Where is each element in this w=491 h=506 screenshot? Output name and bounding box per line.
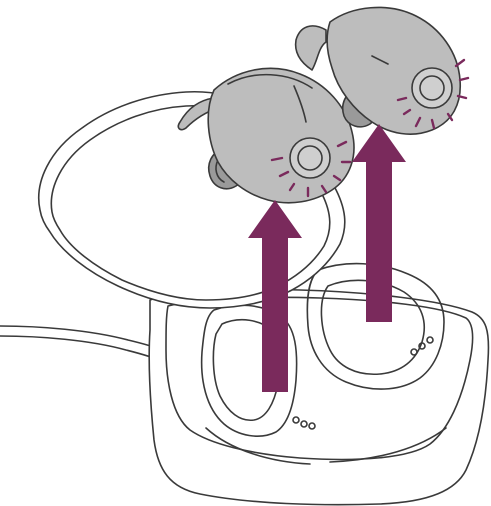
usb-cable (0, 326, 168, 362)
arrow-up-icon (352, 124, 406, 322)
